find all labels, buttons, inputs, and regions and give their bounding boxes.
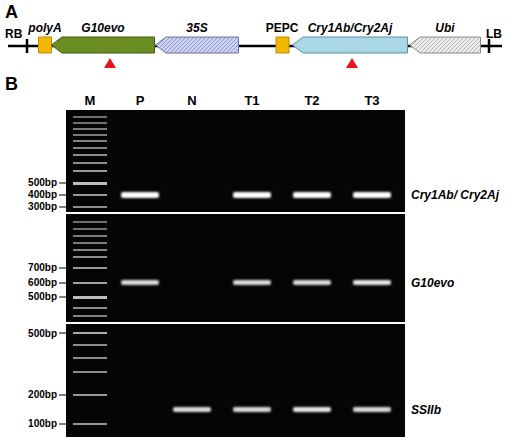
element-label: 35S bbox=[155, 20, 239, 36]
construct-element: G10evo bbox=[51, 20, 155, 54]
gel-panel bbox=[59, 214, 405, 322]
site-triangle bbox=[346, 58, 358, 68]
panel-letter: B bbox=[5, 74, 18, 94]
ladder-size: 100bp bbox=[28, 418, 57, 430]
element-label: Cry1Ab/Cry2Aj bbox=[292, 20, 408, 36]
ladder-size: 700bp bbox=[28, 262, 57, 274]
element-arrow bbox=[409, 36, 481, 54]
construct-element: 35S bbox=[155, 20, 239, 54]
construct-element: PEPC bbox=[264, 20, 301, 54]
ladder-size: 500bp bbox=[28, 177, 57, 189]
gene-arrow bbox=[293, 37, 408, 53]
terminator-box bbox=[276, 37, 289, 53]
border-tick bbox=[26, 39, 29, 53]
lane-label: N bbox=[187, 93, 196, 108]
construct-element: Cry1Ab/Cry2Aj bbox=[292, 20, 408, 54]
panel-letter: A bbox=[5, 2, 18, 22]
element-arrow bbox=[155, 36, 239, 54]
gene-arrow bbox=[52, 37, 155, 53]
gene-arrow bbox=[410, 37, 481, 53]
gel-panel bbox=[59, 324, 405, 437]
gene-label: SSIIb bbox=[411, 403, 441, 417]
gene-label: Cry1Ab/ Cry2Aj bbox=[411, 188, 499, 202]
element-label: Ubi bbox=[409, 20, 481, 36]
lane-label: P bbox=[136, 93, 145, 108]
lane-label: T3 bbox=[364, 93, 379, 108]
ladder-size: 600bp bbox=[28, 277, 57, 289]
element-label: PEPC bbox=[264, 20, 301, 36]
site-triangle bbox=[104, 58, 116, 68]
ladder-size: 500bp bbox=[28, 291, 57, 303]
lane-label: T1 bbox=[244, 93, 259, 108]
lane-label: M bbox=[85, 93, 96, 108]
gel-panel bbox=[59, 110, 405, 212]
ladder-size: 300bp bbox=[28, 201, 57, 213]
element-arrow bbox=[51, 36, 155, 54]
element-arrow bbox=[292, 36, 408, 54]
gene-label: G10evo bbox=[411, 276, 454, 290]
element-label: polyA bbox=[26, 20, 64, 36]
ladder-size: 200bp bbox=[28, 389, 57, 401]
gene-arrow bbox=[156, 37, 239, 53]
ladder-size: 400bp bbox=[28, 189, 57, 201]
border-label: RB bbox=[5, 27, 22, 41]
construct-element: Ubi bbox=[409, 20, 481, 54]
ladder-size: 500bp bbox=[28, 328, 57, 340]
lane-label: T2 bbox=[304, 93, 319, 108]
border-tick bbox=[488, 39, 491, 53]
terminator-box bbox=[39, 37, 52, 53]
border-label: LB bbox=[486, 27, 502, 41]
element-label: G10evo bbox=[51, 20, 155, 36]
